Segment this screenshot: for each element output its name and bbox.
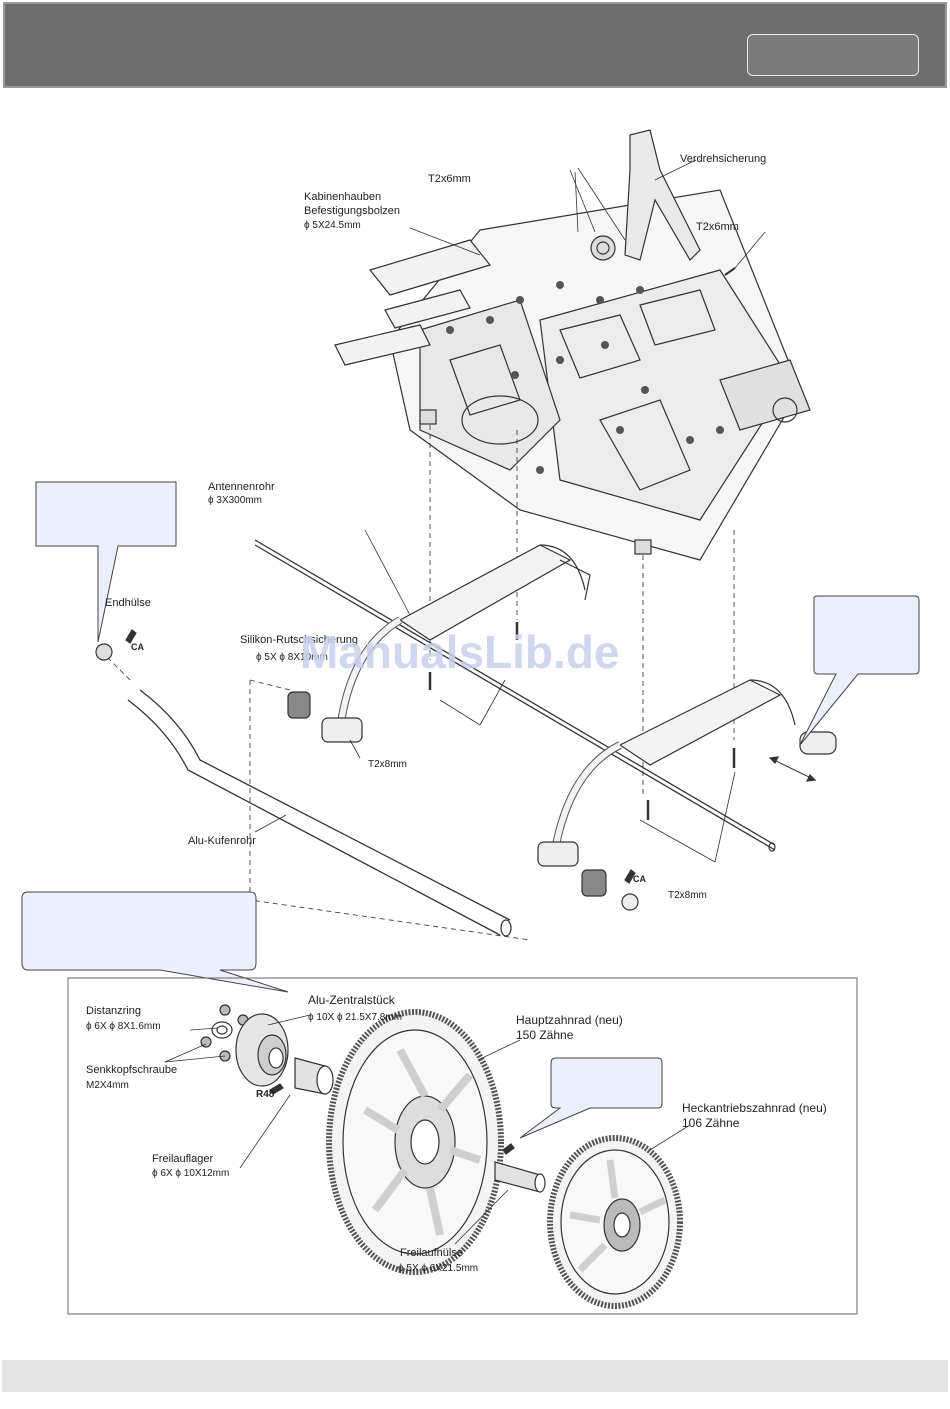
label-kabinen-dim: ϕ 5X24.5mm [304,220,361,231]
label-verdrehsicherung: Verdrehsicherung [680,153,766,165]
label-alu-zentral-dim: ϕ 10X ϕ 21.5X7.8mm [308,1012,402,1023]
label-hauptzahnrad-2: 150 Zähne [516,1028,574,1042]
callout-right [799,595,920,746]
callout-gear-right [519,1057,663,1139]
label-endhuelse: Endhülse [105,597,151,609]
watermark: ManualsLib.de [300,626,619,678]
label-alu-zentral: Alu-Zentralstück [308,993,396,1007]
label-ca-right: CA [633,874,646,884]
label-silikon-dim: ϕ 5X ϕ 8X10mm [256,652,328,663]
label-t2x6-top: T2x6mm [428,173,471,185]
label-freilaufhuelse-dim: ϕ 5X ϕ 6X21.5mm [398,1263,478,1274]
landing-gear-drawing [95,529,837,937]
label-heckantrieb-1: Heckantriebszahnrad (neu) [682,1101,827,1115]
label-alu-kufenrohr: Alu-Kufenrohr [188,835,256,847]
label-senkkopf-dim: M2X4mm [86,1080,129,1091]
label-kabinen-line2: Befestigungsbolzen [304,205,400,217]
label-antennenrohr: Antennenrohr [208,481,275,493]
label-heckantrieb-2: 106 Zähne [682,1116,740,1130]
label-distanzring-dim: ϕ 6X ϕ 8X1.6mm [86,1021,161,1032]
page-header-bar [3,2,947,88]
label-silikon: Silikon-Rutschsicherung [240,634,358,646]
label-antennenrohr-dim: ϕ 3X300mm [208,495,262,506]
main-frame-drawing [334,129,811,561]
label-hauptzahnrad-1: Hauptzahnrad (neu) [516,1013,623,1027]
label-t2x8-right: T2x8mm [668,890,707,901]
label-r48: R48 [256,1089,275,1100]
callout-left-top [35,481,177,643]
label-t2x6-right: T2x6mm [696,221,739,233]
label-freilauflager-dim: ϕ 6X ϕ 10X12mm [152,1168,229,1179]
label-freilauflager: Freilauflager [152,1153,213,1165]
label-freilaufhuelse: Freilaufhülse [400,1247,463,1259]
label-ca-left: CA [131,642,144,652]
header-page-box [747,34,919,76]
page-footer-bar [2,1360,948,1392]
label-kabinen-line1: Kabinenhauben [304,191,381,203]
gear-detail-drawing [164,1004,691,1309]
label-t2x8-left: T2x8mm [368,759,407,770]
callout-gear-left [21,891,289,993]
label-senkkopf: Senkkopfschraube [86,1064,177,1076]
gear-detail-box [67,977,858,1315]
label-distanzring: Distanzring [86,1005,141,1017]
